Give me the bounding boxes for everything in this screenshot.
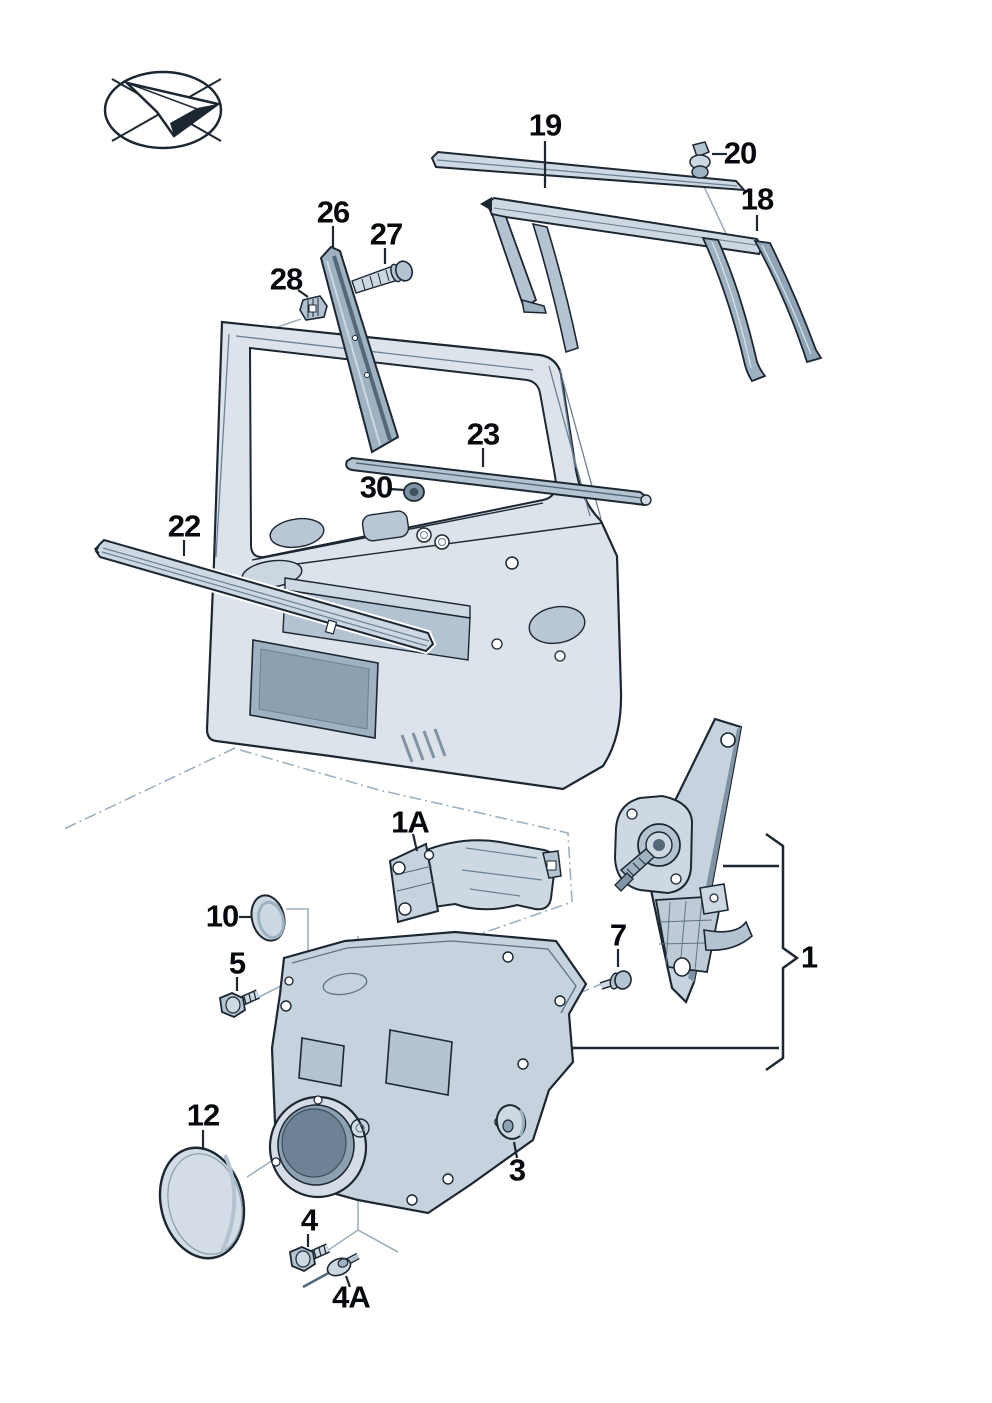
callout-28[interactable]: 28 [269,261,303,297]
callout-26[interactable]: 26 [316,194,350,230]
callout-22[interactable]: 22 [167,508,201,544]
door-inner-frame [205,320,623,791]
callout-4A[interactable]: 4A [332,1279,371,1315]
part-1-window-regulator [613,717,753,1004]
callout-18[interactable]: 18 [740,181,774,217]
callout-30[interactable]: 30 [359,469,393,505]
part-4A-rivet [302,1252,360,1289]
callout-1[interactable]: 1 [800,939,818,975]
part-5-bolt [219,989,261,1019]
part-28-clip-nut [299,295,328,321]
door-module-carrier-panel [268,930,588,1215]
callout-23[interactable]: 23 [466,416,500,452]
part-10-cap [250,894,286,942]
part-30-grommet [403,482,425,502]
part-22-belt-strip [92,536,437,655]
part-23-belt-strip [345,456,652,507]
callout-27[interactable]: 27 [369,216,403,252]
part-1A-bracket [388,839,562,924]
part-3-grommet [495,1104,527,1140]
callout-20[interactable]: 20 [723,135,757,171]
part-1-brace [556,832,800,1072]
part-7-screw [599,970,632,990]
callout-12[interactable]: 12 [186,1097,220,1133]
brand-logo-icon [103,70,223,150]
part-18-window-guide-frame [480,196,823,383]
callout-10[interactable]: 10 [205,898,239,934]
callout-1A[interactable]: 1A [391,804,430,840]
callout-5[interactable]: 5 [228,945,246,981]
part-19-window-molding [430,150,747,192]
callout-4[interactable]: 4 [300,1202,318,1238]
callout-19[interactable]: 19 [528,107,562,143]
callout-leader-lines [182,141,759,1288]
part-12-speaker-cover [158,1146,246,1260]
callout-7[interactable]: 7 [609,917,627,953]
callout-3[interactable]: 3 [508,1152,526,1188]
part-20-clip [689,141,711,179]
part-26-pillar-trim [319,245,400,454]
part-4-bolt [289,1243,331,1273]
part-27-screw [351,260,414,294]
